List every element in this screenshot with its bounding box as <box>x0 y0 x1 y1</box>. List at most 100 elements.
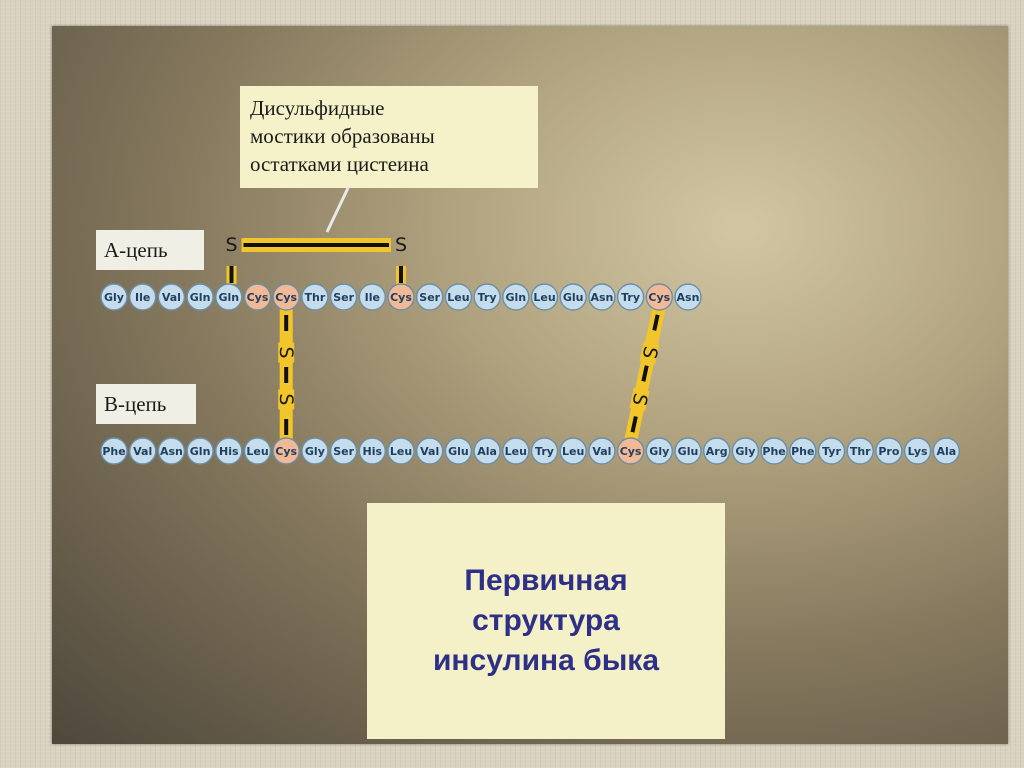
sulfur-atom-label: S <box>225 234 237 256</box>
b-chain-residue-7: Cys <box>272 437 300 465</box>
sulfur-bg <box>278 389 295 410</box>
residue-label: Asn <box>590 291 613 304</box>
b-chain-residue-25: Phe <box>789 437 817 465</box>
b-chain-residue-6: Leu <box>243 437 272 465</box>
residue-circle <box>817 437 846 465</box>
b-chain-residue-17: Leu <box>559 437 587 465</box>
residue-label: Ala <box>936 445 956 458</box>
residue-circle <box>444 437 473 465</box>
residue-label: Gln <box>190 445 211 458</box>
b-chain-residue-30: Ala <box>932 437 960 465</box>
b-chain-residue-13: Glu <box>444 437 473 465</box>
b-chain-residue-10: His <box>358 437 386 465</box>
bridge-core <box>628 306 662 442</box>
sulfur-bg <box>278 342 295 363</box>
residue-label: Try <box>478 291 497 304</box>
residue-circle <box>329 437 358 465</box>
a-chain-residue-12: Ser <box>416 283 444 311</box>
residue-label: Tyr <box>822 445 841 458</box>
a-chain-residue-20: Cys <box>645 283 673 311</box>
residue-circle <box>301 283 329 311</box>
title-line-1: Первичная <box>464 564 628 597</box>
callout-line-3: остатками цистеина <box>250 152 429 176</box>
sulfur-atom-label: S <box>638 344 662 360</box>
b-chain-residue-11: Leu <box>387 437 415 465</box>
a-chain-residue-17: Glu <box>559 283 587 311</box>
a-chain-residue-5: Gln <box>215 283 243 311</box>
slide-title: Первичная структура инсулина быка <box>433 561 659 681</box>
b-chain-residue-4: Gln <box>186 437 214 465</box>
residue-circle <box>128 437 157 465</box>
residue-circle <box>272 283 300 311</box>
residue-circle <box>215 437 243 465</box>
b-chain-residue-9: Ser <box>329 437 358 465</box>
a-chain-residue-13: Leu <box>444 283 473 311</box>
residue-circle <box>416 283 444 311</box>
residue-circle <box>588 437 616 465</box>
residue-label: Glu <box>448 445 469 458</box>
residue-label: Ser <box>419 291 440 304</box>
b-chain-residue-27: Thr <box>846 437 874 465</box>
residue-label: Glu <box>563 291 584 304</box>
residue-label: Gly <box>305 445 325 458</box>
title-line-3: инсулина быка <box>432 644 660 677</box>
b-chain-residue-8: Gly <box>301 437 329 465</box>
residue-label: His <box>363 445 383 458</box>
sulfur-atom-label: S <box>275 347 297 359</box>
residue-label: Val <box>592 445 611 458</box>
residue-label: Cys <box>275 445 297 458</box>
b-chain-residue-28: Pro <box>875 437 903 465</box>
residue-label: Ser <box>333 291 354 304</box>
residue-label: Gln <box>218 291 239 304</box>
residue-label: Cys <box>275 291 297 304</box>
b-chain-residue-1: Phe <box>100 437 128 465</box>
b-chain-residue-18: Val <box>588 437 616 465</box>
residue-label: Thr <box>305 291 326 304</box>
sulfur-bg <box>639 341 660 365</box>
residue-circle <box>387 437 415 465</box>
sulfur-atom-label: S <box>627 391 651 407</box>
residue-circle <box>703 437 731 465</box>
residue-circle <box>128 283 157 311</box>
residue-circle <box>559 283 587 311</box>
a-chain-residue-2: Ile <box>128 283 157 311</box>
residue-label: Asn <box>677 291 700 304</box>
b-chain-residue-14: Ala <box>473 437 501 465</box>
residue-label: Leu <box>246 445 268 458</box>
a-chain-residue-19: Try <box>616 283 645 311</box>
residue-label: Try <box>535 445 554 458</box>
b-chain-residue-5: His <box>215 437 243 465</box>
residue-circle <box>416 437 444 465</box>
title-box: Первичная структура инсулина быка <box>367 503 725 739</box>
residue-label: Phe <box>102 445 125 458</box>
b-chain-residue-24: Phe <box>760 437 788 465</box>
a-chain-residue-3: Val <box>157 283 186 311</box>
residue-circle <box>387 283 415 311</box>
residue-label: Lys <box>908 445 928 458</box>
residue-label: Gly <box>104 291 124 304</box>
residue-circle <box>473 437 501 465</box>
residue-circle <box>789 437 817 465</box>
residue-label: Leu <box>390 445 412 458</box>
a-chain-residue-14: Try <box>473 283 501 311</box>
residue-circle <box>875 437 903 465</box>
residue-circle <box>502 283 530 311</box>
residue-label: Val <box>420 445 439 458</box>
residue-circle <box>645 283 673 311</box>
inter-chain-bridge-1: SS <box>275 307 297 441</box>
residue-label: Cys <box>648 291 670 304</box>
residue-circle <box>932 437 960 465</box>
residue-circle <box>358 283 386 311</box>
residue-circle <box>100 437 128 465</box>
b-chain-label: В-цепь <box>96 384 196 424</box>
residue-label: Try <box>621 291 640 304</box>
b-chain-residue-19: Cys <box>616 437 645 465</box>
residue-circle <box>903 437 932 465</box>
residue-label: Gly <box>735 445 755 458</box>
b-chain-residue-23: Gly <box>731 437 760 465</box>
a-chain-residue-6: Cys <box>243 283 272 311</box>
residue-circle <box>186 283 214 311</box>
b-chain-residue-16: Try <box>530 437 559 465</box>
b-chain-residue-20: Gly <box>645 437 673 465</box>
